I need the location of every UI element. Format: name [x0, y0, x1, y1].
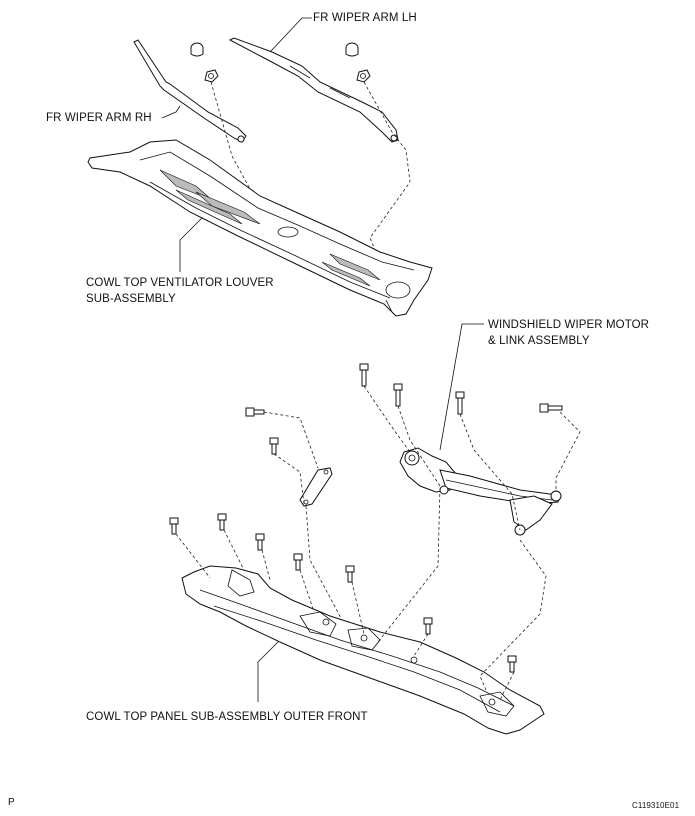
- assembly-guides: [175, 385, 581, 701]
- bolt-4: [539, 403, 563, 413]
- bolt-3: [455, 391, 465, 415]
- label-cowl-louver-line1: COWL TOP VENTILATOR LOUVER: [86, 277, 274, 289]
- leader-wiper-lh: [269, 17, 312, 53]
- bolt-1: [359, 363, 369, 387]
- bolt-9: [255, 533, 265, 551]
- label-cowl-louver-line2: SUB-ASSEMBLY: [86, 293, 176, 305]
- label-fr-wiper-arm-rh: FR WIPER ARM RH: [46, 112, 152, 124]
- bolt-11: [345, 565, 355, 583]
- label-fr-wiper-arm-lh: FR WIPER ARM LH: [313, 12, 417, 24]
- cowl-top-ventilator-louver: [87, 139, 433, 317]
- leader-cowl-louver: [179, 213, 207, 272]
- bolts: [169, 363, 563, 673]
- leader-cowl-panel: [257, 639, 281, 702]
- fr-wiper-arm-lh: [228, 37, 399, 143]
- bolt-13: [507, 655, 517, 673]
- bolt-7: [169, 517, 179, 535]
- bolt-2: [393, 383, 403, 407]
- bolt-8: [217, 513, 227, 531]
- label-wiper-motor-line1: WINDSHIELD WIPER MOTOR: [488, 319, 650, 331]
- corner-mark: P: [8, 797, 15, 808]
- bolt-5: [245, 407, 265, 417]
- wiper-motor-link-assembly: [399, 447, 562, 536]
- label-wiper-motor-line2: & LINK ASSEMBLY: [488, 335, 590, 347]
- figure-code: C119310E01: [632, 801, 680, 810]
- bolt-12: [423, 617, 433, 635]
- leader-lines: [161, 17, 484, 702]
- leader-wiper-rh: [161, 105, 181, 119]
- leader-wiper-motor: [439, 323, 484, 451]
- label-cowl-panel: COWL TOP PANEL SUB-ASSEMBLY OUTER FRONT: [86, 711, 368, 723]
- cowl-top-panel-outer-front: [181, 565, 545, 735]
- link-bracket: [299, 467, 333, 507]
- fr-wiper-arm-rh: [133, 39, 247, 143]
- bolt-6: [269, 437, 279, 455]
- wiper-caps-nuts: [190, 42, 371, 83]
- guide-lh: [363, 81, 411, 267]
- bolt-10: [293, 553, 303, 571]
